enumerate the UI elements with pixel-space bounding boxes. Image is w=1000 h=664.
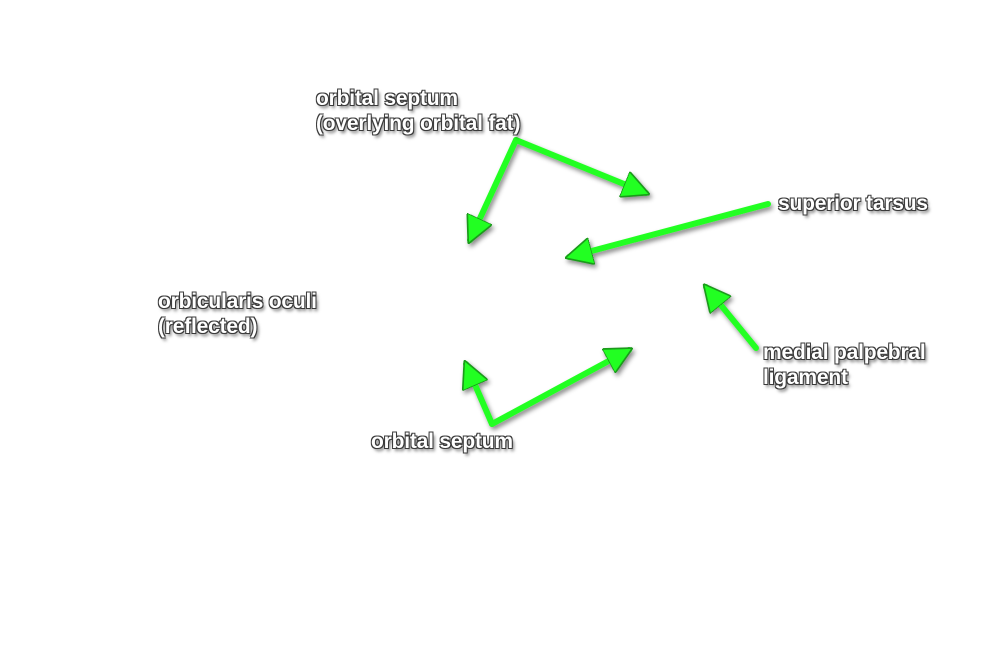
label-line: orbicularis oculi	[158, 290, 317, 313]
label-orbital-septum-upper: orbital septum (overlying orbital fat)	[316, 86, 520, 136]
label-line: superior tarsus	[778, 192, 928, 215]
orbital-septum-lower-arrow-right	[489, 347, 629, 427]
orbital-septum-upper-arrow-right	[513, 137, 646, 193]
superior-tarsus-arrow	[569, 201, 771, 257]
label-superior-tarsus: superior tarsus	[778, 191, 928, 216]
label-medial-palpebral-ligament: medial palpebral ligament	[763, 340, 926, 390]
label-line: medial palpebral	[763, 341, 926, 364]
label-line: ligament	[763, 366, 848, 389]
orbital-septum-lower-arrow-left	[466, 364, 495, 427]
label-line: (overlying orbital fat)	[316, 112, 521, 135]
label-orbital-septum-lower: orbital septum	[371, 429, 513, 454]
label-orbicularis-oculi: orbicularis oculi (reflected)	[158, 289, 317, 339]
label-line: (reflected)	[158, 315, 258, 338]
orbital-septum-upper-arrow-left	[470, 137, 519, 240]
label-line: orbital septum	[316, 87, 458, 110]
label-line: orbital septum	[371, 430, 513, 453]
medial-palpebral-ligament-arrow	[706, 287, 759, 351]
